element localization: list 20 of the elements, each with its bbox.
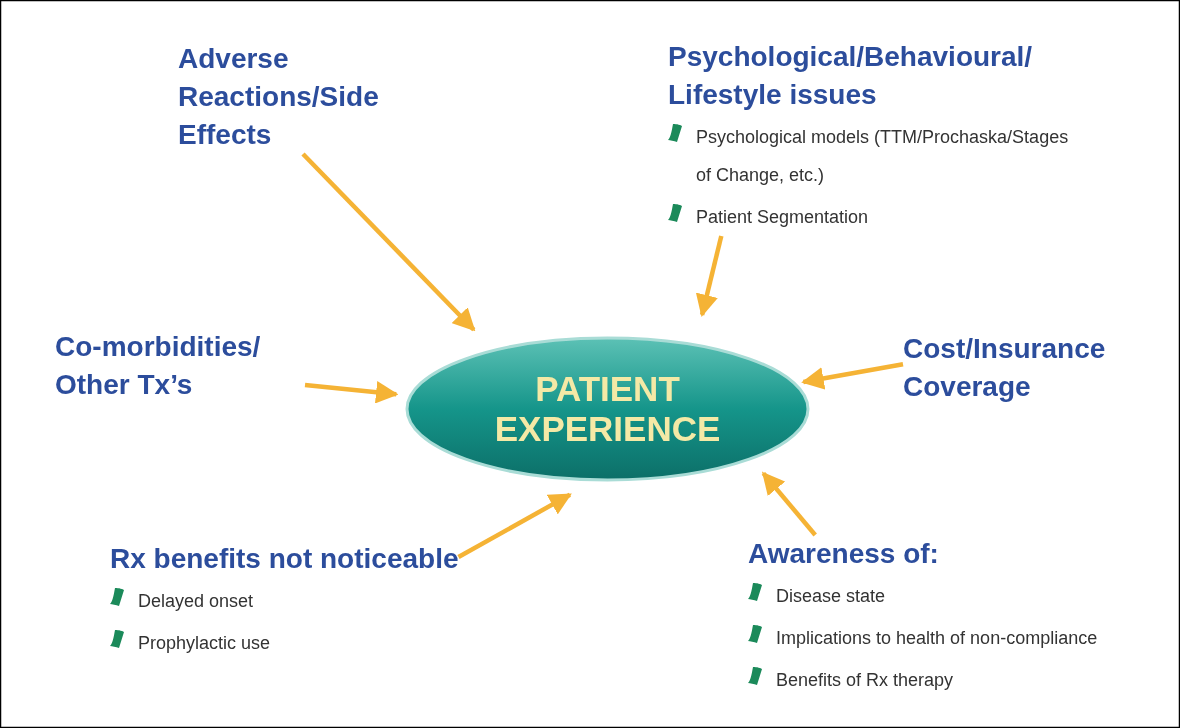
node-heading: Awareness of: (748, 537, 940, 571)
bullet-text: Implications to health of non-compliance (776, 627, 1098, 650)
node-heading: Adverse Reactions/Side Effects (178, 42, 380, 152)
bullet-text: Psychological models (TTM/Prochaska/Stages of Change, etc.) (696, 126, 1070, 187)
arrow (761, 471, 817, 537)
bullet-text: Prophylactic use (138, 632, 271, 655)
node-heading: Psychological/Behavioural/ Lifestyle issues (668, 40, 1034, 112)
arrow (304, 381, 399, 404)
arrow (301, 152, 476, 332)
arrow (801, 362, 904, 390)
arrow (457, 492, 572, 560)
arrow (695, 235, 724, 318)
bullet-text: Disease state (776, 585, 886, 608)
node-heading: Co-morbidities/ Other Tx’s (55, 330, 262, 402)
bullet-text: Patient Segmentation (696, 206, 869, 229)
bullet-text: Delayed onset (138, 590, 254, 613)
node-label: PATIENT EXPERIENCE (493, 369, 722, 449)
node-heading: Cost/Insurance Coverage (903, 332, 1107, 404)
node-heading: Rx benefits not noticeable (110, 542, 459, 576)
bullet-text: Benefits of Rx therapy (776, 669, 954, 692)
